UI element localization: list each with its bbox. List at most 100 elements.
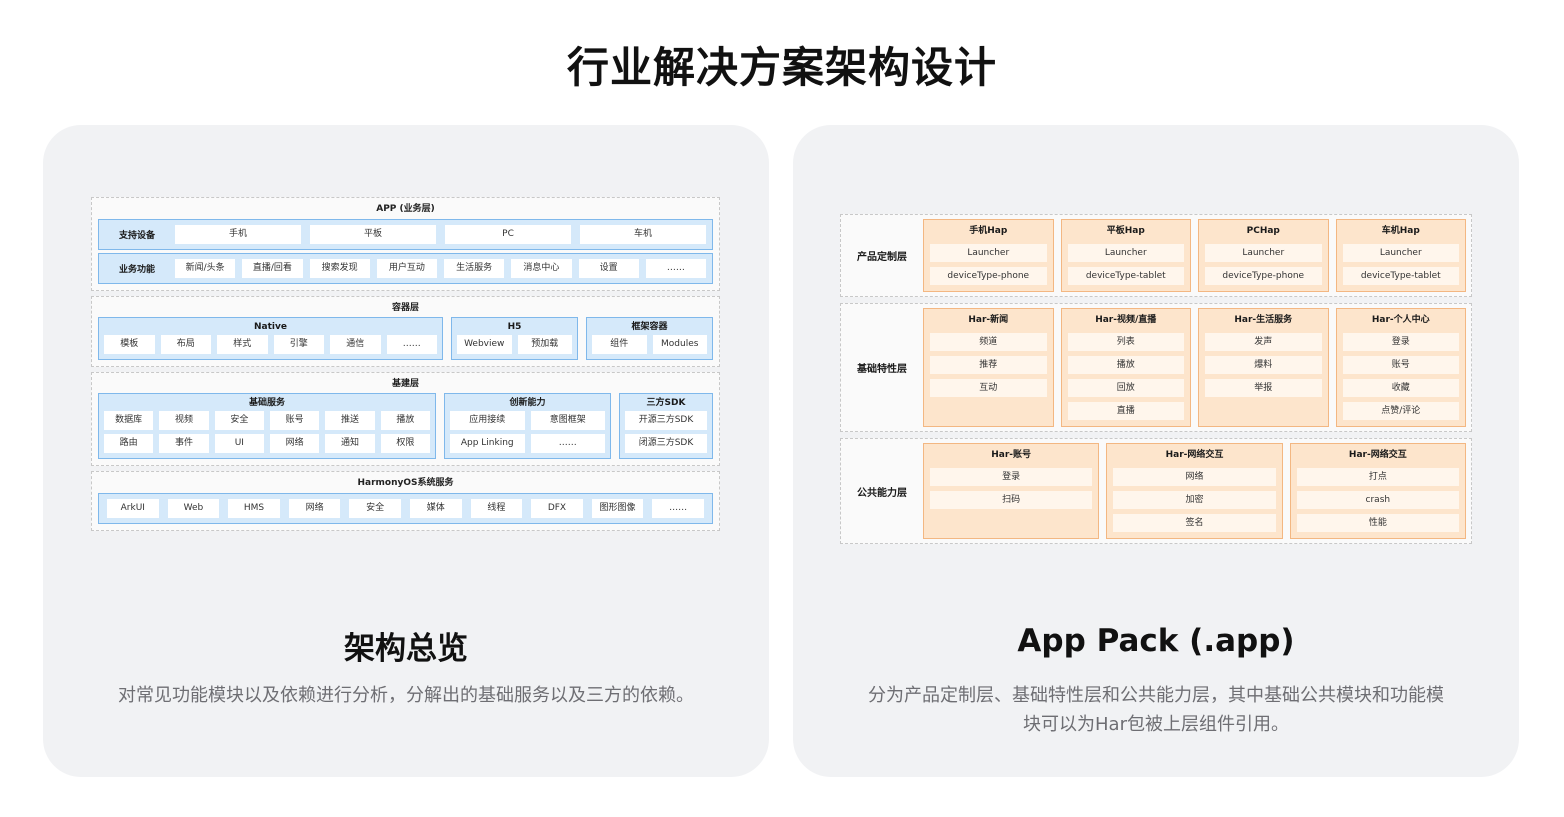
system-service-cell: Web: [167, 499, 220, 518]
har-module: Har-账号 登录 扫码: [923, 443, 1100, 539]
module-cell: 预加载: [517, 335, 572, 354]
layer-title: 产品定制层: [857, 252, 907, 263]
module-title: PCHap: [1246, 226, 1280, 236]
module-title: 手机Hap: [969, 226, 1008, 236]
service-cell: 路由: [104, 434, 154, 453]
device-cell: 车机: [580, 225, 706, 244]
function-cell: 生活服务: [444, 259, 505, 278]
description-line: 块可以为Har包被上层组件引用。: [1023, 714, 1289, 735]
module-cell: 样式: [217, 335, 268, 354]
app-pack-card: 产品定制层 手机Hap Launcher deviceType-phone 平板…: [793, 125, 1519, 777]
group-title: 基础服务: [248, 398, 285, 408]
service-cell: UI: [214, 434, 264, 453]
module-cell: 通信: [330, 335, 381, 354]
function-cell: 用户互动: [376, 259, 437, 278]
service-cell: 推送: [325, 411, 375, 430]
module-title: Har-账号: [991, 450, 1032, 460]
architecture-diagram: APP (业务层) 支持设备 手机 平板 PC 车机 业务功能 新闻/头条 直播…: [91, 197, 720, 536]
service-cell: 安全: [214, 411, 264, 430]
system-service-cell: DFX: [531, 499, 583, 518]
system-services-row: ArkUI Web HMS 网络 安全 媒体 线程 DFX 图形图像 ……: [98, 493, 713, 524]
system-service-cell: 媒体: [409, 499, 462, 518]
capability-cell: 意图框架: [530, 411, 605, 430]
har-module: Har-生活服务 发声 爆料 举报: [1198, 308, 1329, 427]
module-item: 性能: [1296, 514, 1459, 532]
basic-services-group: 基础服务 数据库 视频 安全 账号 推送 播放 路由 事件 UI 网络 通知 权…: [98, 393, 436, 459]
module-item: 直播: [1067, 402, 1184, 420]
business-functions-row: 业务功能 新闻/头条 直播/回看 搜索发现 用户互动 生活服务 消息中心 设置 …: [98, 253, 713, 284]
module-title: Har-生活服务: [1234, 315, 1293, 325]
hap-module: 车机Hap Launcher deviceType-tablet: [1335, 219, 1466, 292]
module-item: 账号: [1342, 356, 1459, 374]
container-layer-title: 容器层: [391, 303, 419, 313]
system-service-cell: 图形图像: [591, 499, 644, 518]
row-label: 业务功能: [119, 265, 156, 275]
module-cell: 布局: [160, 335, 211, 354]
third-party-sdk-group: 三方SDK 开源三方SDK 闭源三方SDK: [619, 393, 713, 459]
common-layer: 公共能力层 Har-账号 登录 扫码 Har-网络交互 网络 加密 签名 Har…: [840, 438, 1472, 544]
module-item: deviceType-tablet: [1342, 267, 1459, 285]
module-cell: 组件: [592, 335, 647, 354]
function-cell: 新闻/头条: [175, 259, 236, 278]
module-cell: 模板: [104, 335, 155, 354]
system-service-cell: HMS: [228, 499, 280, 518]
row-label: 支持设备: [119, 231, 156, 241]
module-item: 登录: [930, 468, 1093, 486]
layer-title: 公共能力层: [857, 487, 907, 499]
module-item: 举报: [1205, 379, 1322, 397]
module-item: 回放: [1067, 379, 1184, 397]
group-title: 创新能力: [509, 398, 546, 408]
module-item: 登录: [1342, 333, 1459, 351]
module-item: deviceType-phone: [1205, 267, 1322, 285]
app-layer-title: APP (业务层): [376, 204, 435, 214]
architecture-overview-card: APP (业务层) 支持设备 手机 平板 PC 车机 业务功能 新闻/头条 直播…: [43, 125, 769, 777]
capability-cell: ……: [530, 434, 605, 453]
module-item: 频道: [930, 333, 1047, 351]
hap-module: 手机Hap Launcher deviceType-phone: [923, 219, 1054, 292]
module-item: 加密: [1113, 491, 1276, 509]
service-cell: 视频: [159, 411, 209, 430]
module-cell: Webview: [457, 335, 512, 354]
module-title: Har-视频/直播: [1095, 315, 1157, 325]
card-title: App Pack (.app): [1017, 623, 1295, 659]
h5-group: H5 Webview 预加载: [451, 317, 578, 360]
system-service-cell: ……: [652, 499, 704, 518]
harmonyos-layer: HarmonyOS系统服务 ArkUI Web HMS 网络 安全 媒体 线程 …: [91, 471, 720, 531]
module-item: 播放: [1067, 356, 1184, 374]
device-cell: PC: [445, 225, 571, 244]
module-title: Har-新闻: [968, 315, 1009, 325]
har-module: Har-视频/直播 列表 播放 回放 直播: [1060, 308, 1191, 427]
app-layer: APP (业务层) 支持设备 手机 平板 PC 车机 业务功能 新闻/头条 直播…: [91, 197, 720, 291]
module-cell: ……: [386, 335, 437, 354]
module-cell: Modules: [652, 335, 707, 354]
module-item: 网络: [1113, 468, 1276, 486]
service-cell: 网络: [269, 434, 320, 453]
module-item: 互动: [930, 379, 1047, 397]
group-title: Native: [254, 322, 287, 332]
framework-container-group: 框架容器 组件 Modules: [586, 317, 713, 360]
innovation-group: 创新能力 应用接续 意图框架 App Linking ……: [444, 393, 611, 459]
group-title: 框架容器: [631, 322, 668, 332]
module-item: crash: [1296, 491, 1459, 509]
module-item: Launcher: [1342, 244, 1459, 262]
module-title: 车机Hap: [1381, 226, 1420, 236]
infrastructure-layer-title: 基建层: [391, 379, 419, 389]
device-cell: 平板: [310, 225, 436, 244]
harmonyos-layer-title: HarmonyOS系统服务: [357, 478, 454, 488]
module-title: 平板Hap: [1106, 226, 1145, 236]
hap-module: 平板Hap Launcher deviceType-tablet: [1060, 219, 1191, 292]
description-line: 分为产品定制层、基础特性层和公共能力层，其中基础公共模块和功能模: [868, 685, 1444, 706]
device-cell: 手机: [175, 225, 301, 244]
service-cell: 通知: [325, 434, 375, 453]
function-cell: ……: [645, 259, 706, 278]
module-title: Har-个人中心: [1371, 315, 1430, 325]
app-pack-diagram: 产品定制层 手机Hap Launcher deviceType-phone 平板…: [840, 214, 1472, 550]
service-cell: 数据库: [104, 411, 154, 430]
card-description: 分为产品定制层、基础特性层和公共能力层，其中基础公共模块和功能模 块可以为Har…: [831, 681, 1481, 739]
sdk-cell: 开源三方SDK: [625, 411, 707, 430]
service-cell: 播放: [380, 411, 430, 430]
function-cell: 搜索发现: [309, 259, 370, 278]
service-cell: 账号: [269, 411, 320, 430]
module-cell: 引擎: [273, 335, 324, 354]
har-module: Har-新闻 频道 推荐 互动: [923, 308, 1054, 427]
